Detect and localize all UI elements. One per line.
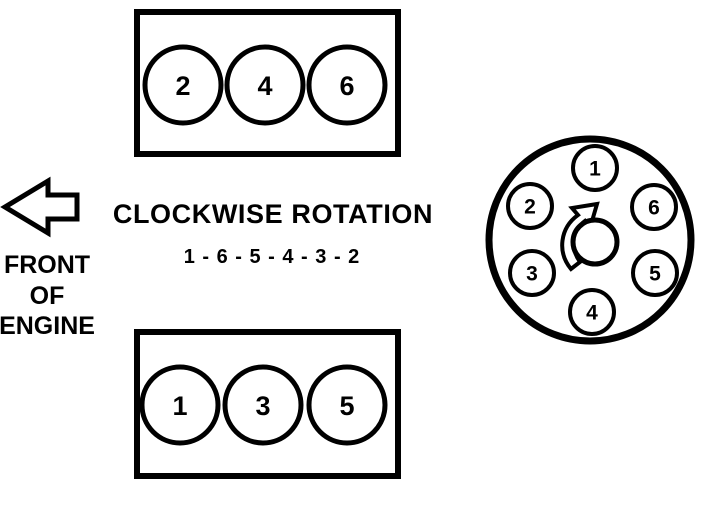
terminal-number: 2 (524, 196, 536, 219)
terminal-2: 2 (506, 182, 554, 230)
cylinder-circle (224, 44, 306, 126)
rotor-group (560, 201, 620, 272)
terminal-6: 6 (630, 183, 678, 231)
firing-order-text: 1 - 6 - 5 - 4 - 3 - 2 (184, 246, 361, 268)
terminal-3: 3 (508, 249, 556, 297)
left-arrow-icon (0, 176, 80, 238)
cylinder-number: 2 (175, 71, 190, 101)
cylinder-6: 6 (306, 44, 388, 126)
front-of-engine-group: FRONT OF ENGINE (0, 176, 95, 340)
cylinder-3: 3 (222, 364, 304, 446)
center-text-group: CLOCKWISE ROTATION 1 - 6 - 5 - 4 - 3 - 2 (113, 199, 433, 268)
terminal-circle (630, 183, 678, 231)
terminal-1: 1 (571, 144, 619, 192)
terminal-number: 4 (586, 302, 598, 325)
bottom-cylinder-bank: 1 3 5 (134, 329, 401, 479)
rotor-circle (570, 217, 620, 267)
front-label-line3: ENGINE (0, 312, 95, 340)
front-label-line2: OF (30, 282, 65, 310)
terminal-circle (571, 144, 619, 192)
distributor-cap: 1 6 5 4 3 (485, 135, 695, 345)
cylinder-circle (139, 364, 221, 446)
terminal-number: 6 (648, 197, 660, 220)
cylinder-2: 2 (142, 44, 224, 126)
terminal-circle (508, 249, 556, 297)
terminal-number: 3 (526, 263, 538, 286)
cylinder-circle (222, 364, 304, 446)
rotation-title: CLOCKWISE ROTATION (113, 199, 433, 229)
cylinder-circle (306, 364, 388, 446)
cylinder-number: 4 (257, 71, 272, 101)
cylinder-number: 1 (172, 391, 187, 421)
cylinder-circle (306, 44, 388, 126)
terminal-circle (568, 288, 616, 336)
cylinder-number: 6 (339, 71, 354, 101)
cylinder-circle (142, 44, 224, 126)
terminal-number: 1 (589, 158, 601, 181)
cylinder-number: 3 (255, 391, 270, 421)
terminal-circle (506, 182, 554, 230)
terminal-4: 4 (568, 288, 616, 336)
cylinder-5: 5 (306, 364, 388, 446)
terminal-number: 5 (649, 263, 661, 286)
terminal-circle (631, 249, 679, 297)
top-cylinder-bank: 2 4 6 (134, 9, 401, 157)
cylinder-number: 5 (339, 391, 354, 421)
cylinder-1: 1 (139, 364, 221, 446)
front-label-line1: FRONT (4, 251, 90, 279)
cylinder-4: 4 (224, 44, 306, 126)
terminal-5: 5 (631, 249, 679, 297)
